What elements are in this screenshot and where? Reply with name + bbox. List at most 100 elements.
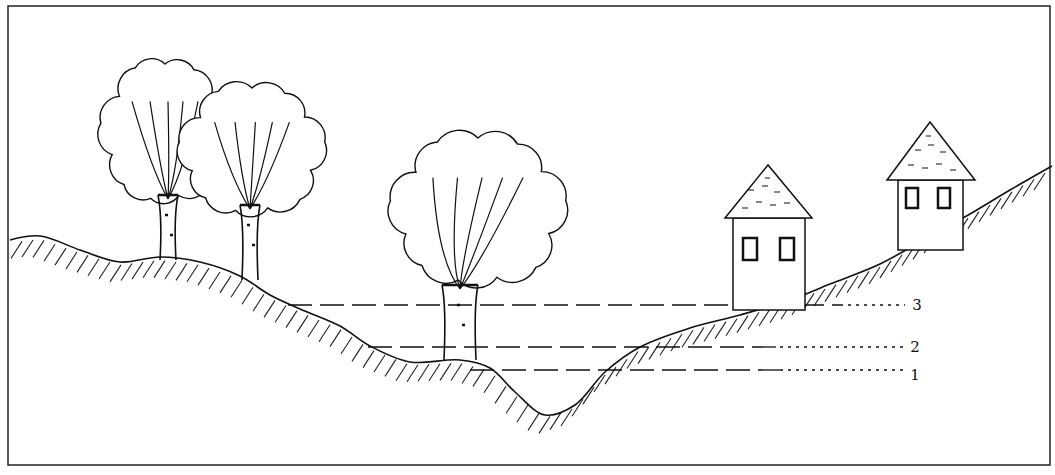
bark-marks [158, 195, 178, 235]
house-roof [887, 122, 975, 180]
bark-marks [240, 205, 260, 245]
hatch-stroke [286, 311, 297, 328]
hatch-stroke [451, 364, 462, 381]
hatch-stroke [209, 272, 220, 289]
window [906, 188, 918, 208]
hatch-stroke [220, 276, 231, 293]
hatch-stroke [264, 300, 275, 317]
hatch-stroke [198, 268, 209, 285]
callout-number: 3 [912, 298, 922, 313]
house [887, 122, 975, 250]
level-line [780, 346, 905, 347]
house [725, 165, 812, 310]
hatch-stroke [759, 309, 770, 326]
hatch-stroke [44, 244, 55, 261]
hatch-stroke [693, 327, 704, 344]
hatch-stroke [715, 322, 726, 339]
trees [98, 59, 568, 360]
hatch-stroke [363, 351, 374, 368]
hatch-stroke [726, 319, 737, 336]
level-line [780, 369, 905, 370]
level-line [368, 346, 780, 347]
hatch-stroke [154, 261, 165, 278]
hatch-stroke [418, 364, 429, 381]
hatch-stroke [231, 280, 242, 297]
window [780, 238, 794, 260]
hatch-stroke [748, 312, 759, 329]
hatch-stroke [143, 261, 154, 278]
hatch-stroke [495, 386, 506, 403]
hatch-stroke [66, 252, 77, 269]
hatch-stroke [165, 262, 176, 279]
hatch-stroke [110, 265, 121, 282]
hatch-stroke [462, 366, 473, 383]
tree-trunk [240, 205, 260, 280]
level-line [470, 369, 780, 370]
house-roof [725, 165, 812, 218]
hatch-stroke [847, 276, 858, 293]
hatch-stroke [869, 267, 880, 284]
window [743, 238, 757, 260]
hatch-stroke [440, 363, 451, 380]
hatch-stroke [506, 397, 517, 414]
hatch-stroke [297, 315, 308, 332]
hatch-stroke [737, 316, 748, 333]
hatch-stroke [121, 264, 132, 281]
hatch-stroke [33, 240, 44, 257]
hatch-stroke [55, 248, 66, 265]
level-line [840, 304, 905, 305]
hatch-stroke [374, 355, 385, 372]
hatch-stroke [308, 320, 319, 337]
hatch-stroke [671, 334, 682, 351]
hatch-stroke [825, 285, 836, 302]
hatch-stroke [11, 241, 22, 258]
hatch-stroke [649, 342, 660, 359]
hatch-stroke [352, 344, 363, 361]
tree-trunk [442, 285, 478, 360]
hatch-stroke [539, 416, 550, 433]
tree-crown [177, 82, 326, 217]
hatch-stroke [682, 330, 693, 347]
hatch-stroke [22, 240, 33, 257]
window [938, 188, 950, 208]
hatch-stroke [473, 369, 484, 386]
hatch-stroke [187, 265, 198, 282]
hatch-stroke [319, 325, 330, 342]
hatch-stroke [407, 365, 418, 382]
tree-branches [215, 122, 290, 209]
hatch-stroke [341, 337, 352, 354]
hatch-stroke [99, 262, 110, 279]
hatch-stroke [484, 376, 495, 393]
hatch-stroke [176, 263, 187, 280]
hatch-stroke [275, 305, 286, 322]
hatch-stroke [858, 271, 869, 288]
hatch-stroke [528, 413, 539, 430]
water-level-lines [288, 305, 905, 370]
roof-tiles [742, 178, 790, 208]
house-wall [733, 218, 805, 310]
hatch-stroke [814, 289, 825, 306]
callout-number: 2 [910, 340, 920, 355]
hatch-stroke [836, 280, 847, 297]
roof-tiles [908, 136, 956, 170]
hatch-stroke [88, 259, 99, 276]
hatch-stroke [396, 364, 407, 381]
tree [177, 82, 326, 280]
hatch-stroke [330, 330, 341, 347]
hatch-stroke [77, 255, 88, 272]
hatch-stroke [517, 405, 528, 422]
hatch-stroke [132, 262, 143, 279]
tree-trunk [158, 195, 178, 260]
hatch-stroke [253, 294, 264, 311]
tree [388, 130, 568, 360]
frame [8, 6, 1050, 465]
hatch-stroke [572, 399, 583, 416]
tree-crown [388, 130, 568, 288]
hatch-stroke [638, 347, 649, 364]
hatch-stroke [385, 359, 396, 376]
hatch-stroke [242, 287, 253, 304]
callout-number: 1 [910, 368, 920, 383]
hatch-stroke [429, 364, 440, 381]
